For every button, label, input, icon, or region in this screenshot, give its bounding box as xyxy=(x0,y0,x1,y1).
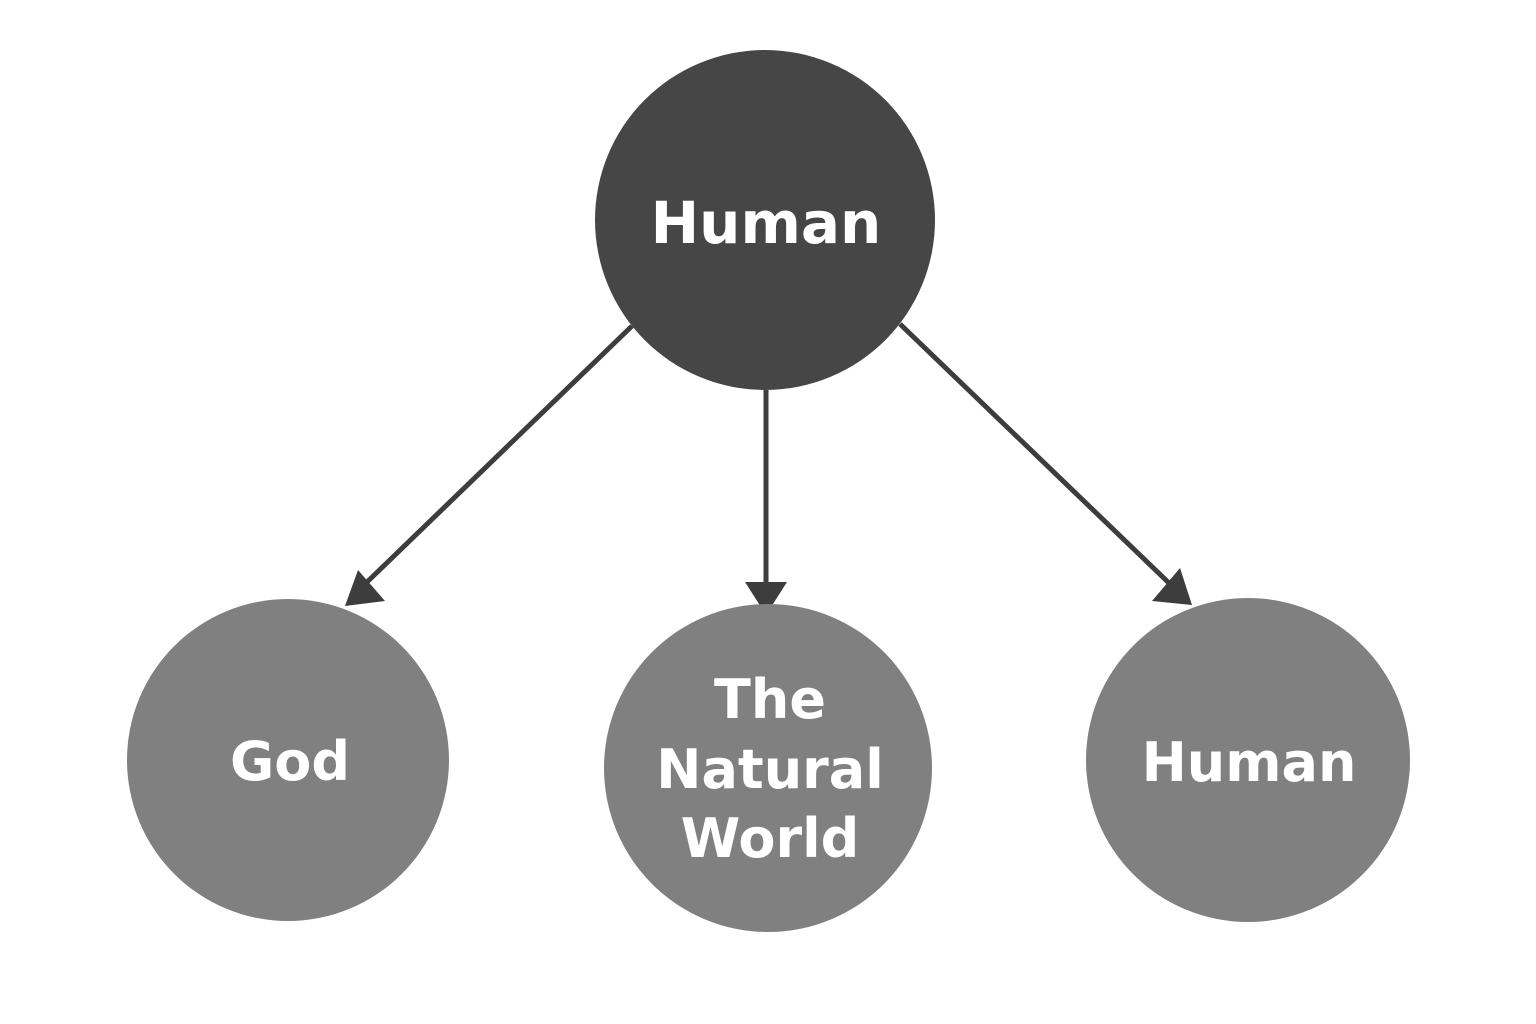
node-natural-label-2: Natural xyxy=(656,738,883,801)
node-root-human xyxy=(595,50,935,390)
arrowhead-god xyxy=(345,570,385,606)
node-root-label: Human xyxy=(651,189,882,257)
arrowhead-natural xyxy=(745,582,787,615)
edge-human-human xyxy=(898,322,1172,586)
node-god-label: God xyxy=(230,730,350,793)
edge-human-god xyxy=(363,324,634,586)
arrowhead-human xyxy=(1152,568,1192,605)
node-human-label: Human xyxy=(1142,731,1357,794)
node-human xyxy=(1086,598,1410,922)
node-natural-world xyxy=(604,604,932,932)
node-natural-label-3: World xyxy=(681,807,860,870)
node-god xyxy=(127,599,449,921)
node-natural-label-1: The xyxy=(714,668,826,731)
